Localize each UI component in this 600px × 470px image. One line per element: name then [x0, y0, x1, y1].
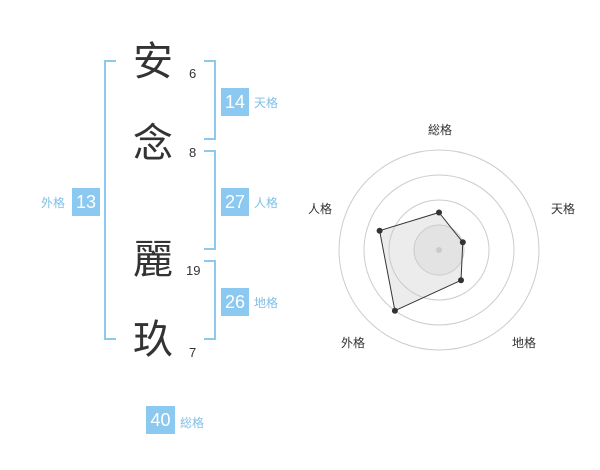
radar-center-dot: [436, 247, 442, 253]
stroke-count-3: 19: [186, 263, 201, 278]
tenkaku-badge: 14: [221, 88, 249, 116]
jinkaku-badge: 27: [221, 188, 249, 216]
soukaku-label: 総格: [180, 416, 205, 430]
name-char-4: 玖: [133, 317, 173, 363]
stroke-count-2: 8: [189, 145, 197, 160]
gaikaku-bracket: [104, 60, 116, 340]
stroke-count-4: 7: [189, 345, 197, 360]
gaikaku-label: 外格: [41, 196, 66, 210]
tenkaku-bracket: [204, 60, 216, 140]
radar-axis-label-jinkaku: 人格: [308, 202, 333, 216]
soukaku-badge: 40: [146, 406, 175, 434]
chikaku-label: 地格: [254, 296, 279, 310]
radar-data-polygon: [379, 211, 464, 312]
stroke-count-1: 6: [189, 66, 197, 81]
name-char-3: 麗: [133, 237, 173, 283]
jinkaku-bracket: [204, 150, 216, 250]
jinkaku-label: 人格: [254, 196, 279, 210]
radar-point-1: [436, 209, 442, 216]
gaikaku-badge: 13: [72, 188, 100, 216]
radar-axis-label-chikaku: 地格: [512, 336, 537, 350]
radar-axis-label-tenkaku: 天格: [551, 202, 576, 216]
radar-axis-label-gaikaku: 外格: [341, 336, 366, 350]
chikaku-badge: 26: [221, 288, 249, 316]
radar-axis-label-soukaku: 総格: [428, 123, 453, 137]
radar-point-2: [459, 239, 466, 246]
tenkaku-label: 天格: [254, 96, 279, 110]
radar-point-5: [376, 227, 383, 234]
radar-point-3: [458, 277, 464, 284]
name-char-1: 安: [133, 39, 173, 85]
name-char-2: 念: [133, 121, 173, 167]
chikaku-bracket: [204, 260, 216, 340]
radar-point-4: [391, 307, 398, 314]
